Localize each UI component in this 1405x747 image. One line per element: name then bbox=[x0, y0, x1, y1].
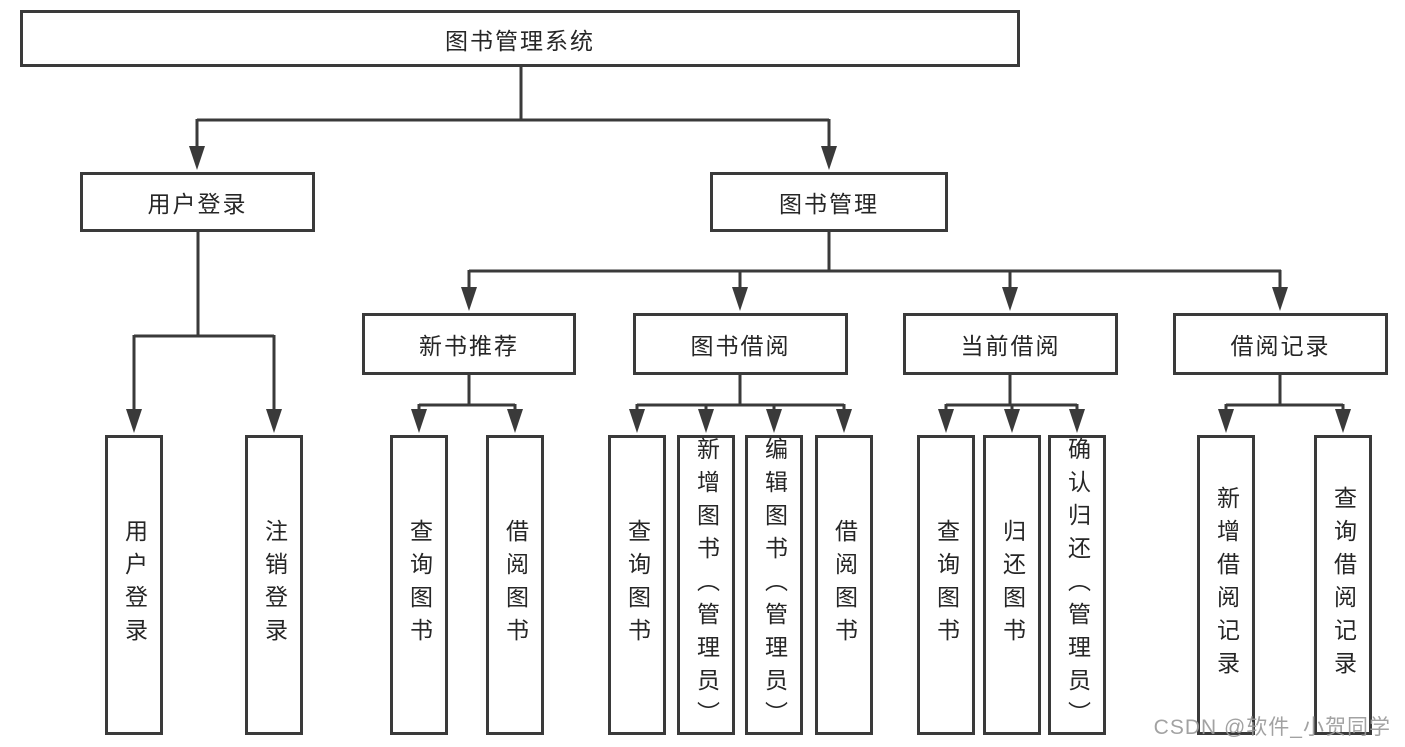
node-label: 注销登录 bbox=[261, 519, 288, 651]
node-label: 图书管理 bbox=[779, 191, 879, 217]
csdn-watermark: CSDN @软件_小贺同学 bbox=[1153, 716, 1391, 739]
leaf-user-login: 用户登录 bbox=[105, 435, 163, 735]
node-label: 用户登录 bbox=[147, 191, 248, 217]
node-label: 编辑图书（管理员） bbox=[761, 436, 788, 734]
leaf-query-books-recommend: 查询图书 bbox=[390, 435, 448, 735]
node-label: 借阅记录 bbox=[1230, 333, 1331, 359]
node-book-management-system: 图书管理系统 bbox=[20, 10, 1020, 67]
node-label: 借阅图书 bbox=[831, 519, 858, 651]
leaf-query-books-borrowing: 查询图书 bbox=[608, 435, 666, 735]
node-user-login: 用户登录 bbox=[80, 172, 315, 232]
node-label: 图书借阅 bbox=[690, 333, 791, 359]
node-label: 查询图书 bbox=[624, 519, 651, 651]
node-label: 查询图书 bbox=[406, 519, 433, 651]
leaf-query-books-current: 查询图书 bbox=[917, 435, 975, 735]
node-label: 查询图书 bbox=[933, 519, 960, 651]
node-current-borrowing: 当前借阅 bbox=[903, 313, 1118, 375]
node-borrowing-records: 借阅记录 bbox=[1173, 313, 1388, 375]
node-label: 新书推荐 bbox=[419, 333, 519, 359]
leaf-borrow-books-recommend: 借阅图书 bbox=[486, 435, 544, 735]
node-label: 图书管理系统 bbox=[445, 27, 595, 54]
node-label: 新增图书（管理员） bbox=[693, 436, 720, 734]
leaf-query-borrow-record: 查询借阅记录 bbox=[1314, 435, 1372, 735]
node-label: 归还图书 bbox=[999, 519, 1026, 651]
leaf-add-book-admin: 新增图书（管理员） bbox=[677, 435, 735, 735]
node-label: 确认归还（管理员） bbox=[1064, 436, 1091, 734]
leaf-logout: 注销登录 bbox=[245, 435, 303, 735]
leaf-edit-book-admin: 编辑图书（管理员） bbox=[745, 435, 803, 735]
leaf-add-borrow-record: 新增借阅记录 bbox=[1197, 435, 1255, 735]
leaf-confirm-return-admin: 确认归还（管理员） bbox=[1048, 435, 1106, 735]
node-label: 查询借阅记录 bbox=[1330, 486, 1357, 684]
node-new-book-recommend: 新书推荐 bbox=[362, 313, 576, 375]
node-label: 新增借阅记录 bbox=[1213, 486, 1240, 684]
leaf-return-books: 归还图书 bbox=[983, 435, 1041, 735]
node-book-borrowing: 图书借阅 bbox=[633, 313, 848, 375]
node-label: 借阅图书 bbox=[502, 519, 529, 651]
node-book-management: 图书管理 bbox=[710, 172, 948, 232]
node-label: 用户登录 bbox=[121, 519, 148, 651]
leaf-borrow-books-borrowing: 借阅图书 bbox=[815, 435, 873, 735]
node-label: 当前借阅 bbox=[960, 333, 1061, 359]
